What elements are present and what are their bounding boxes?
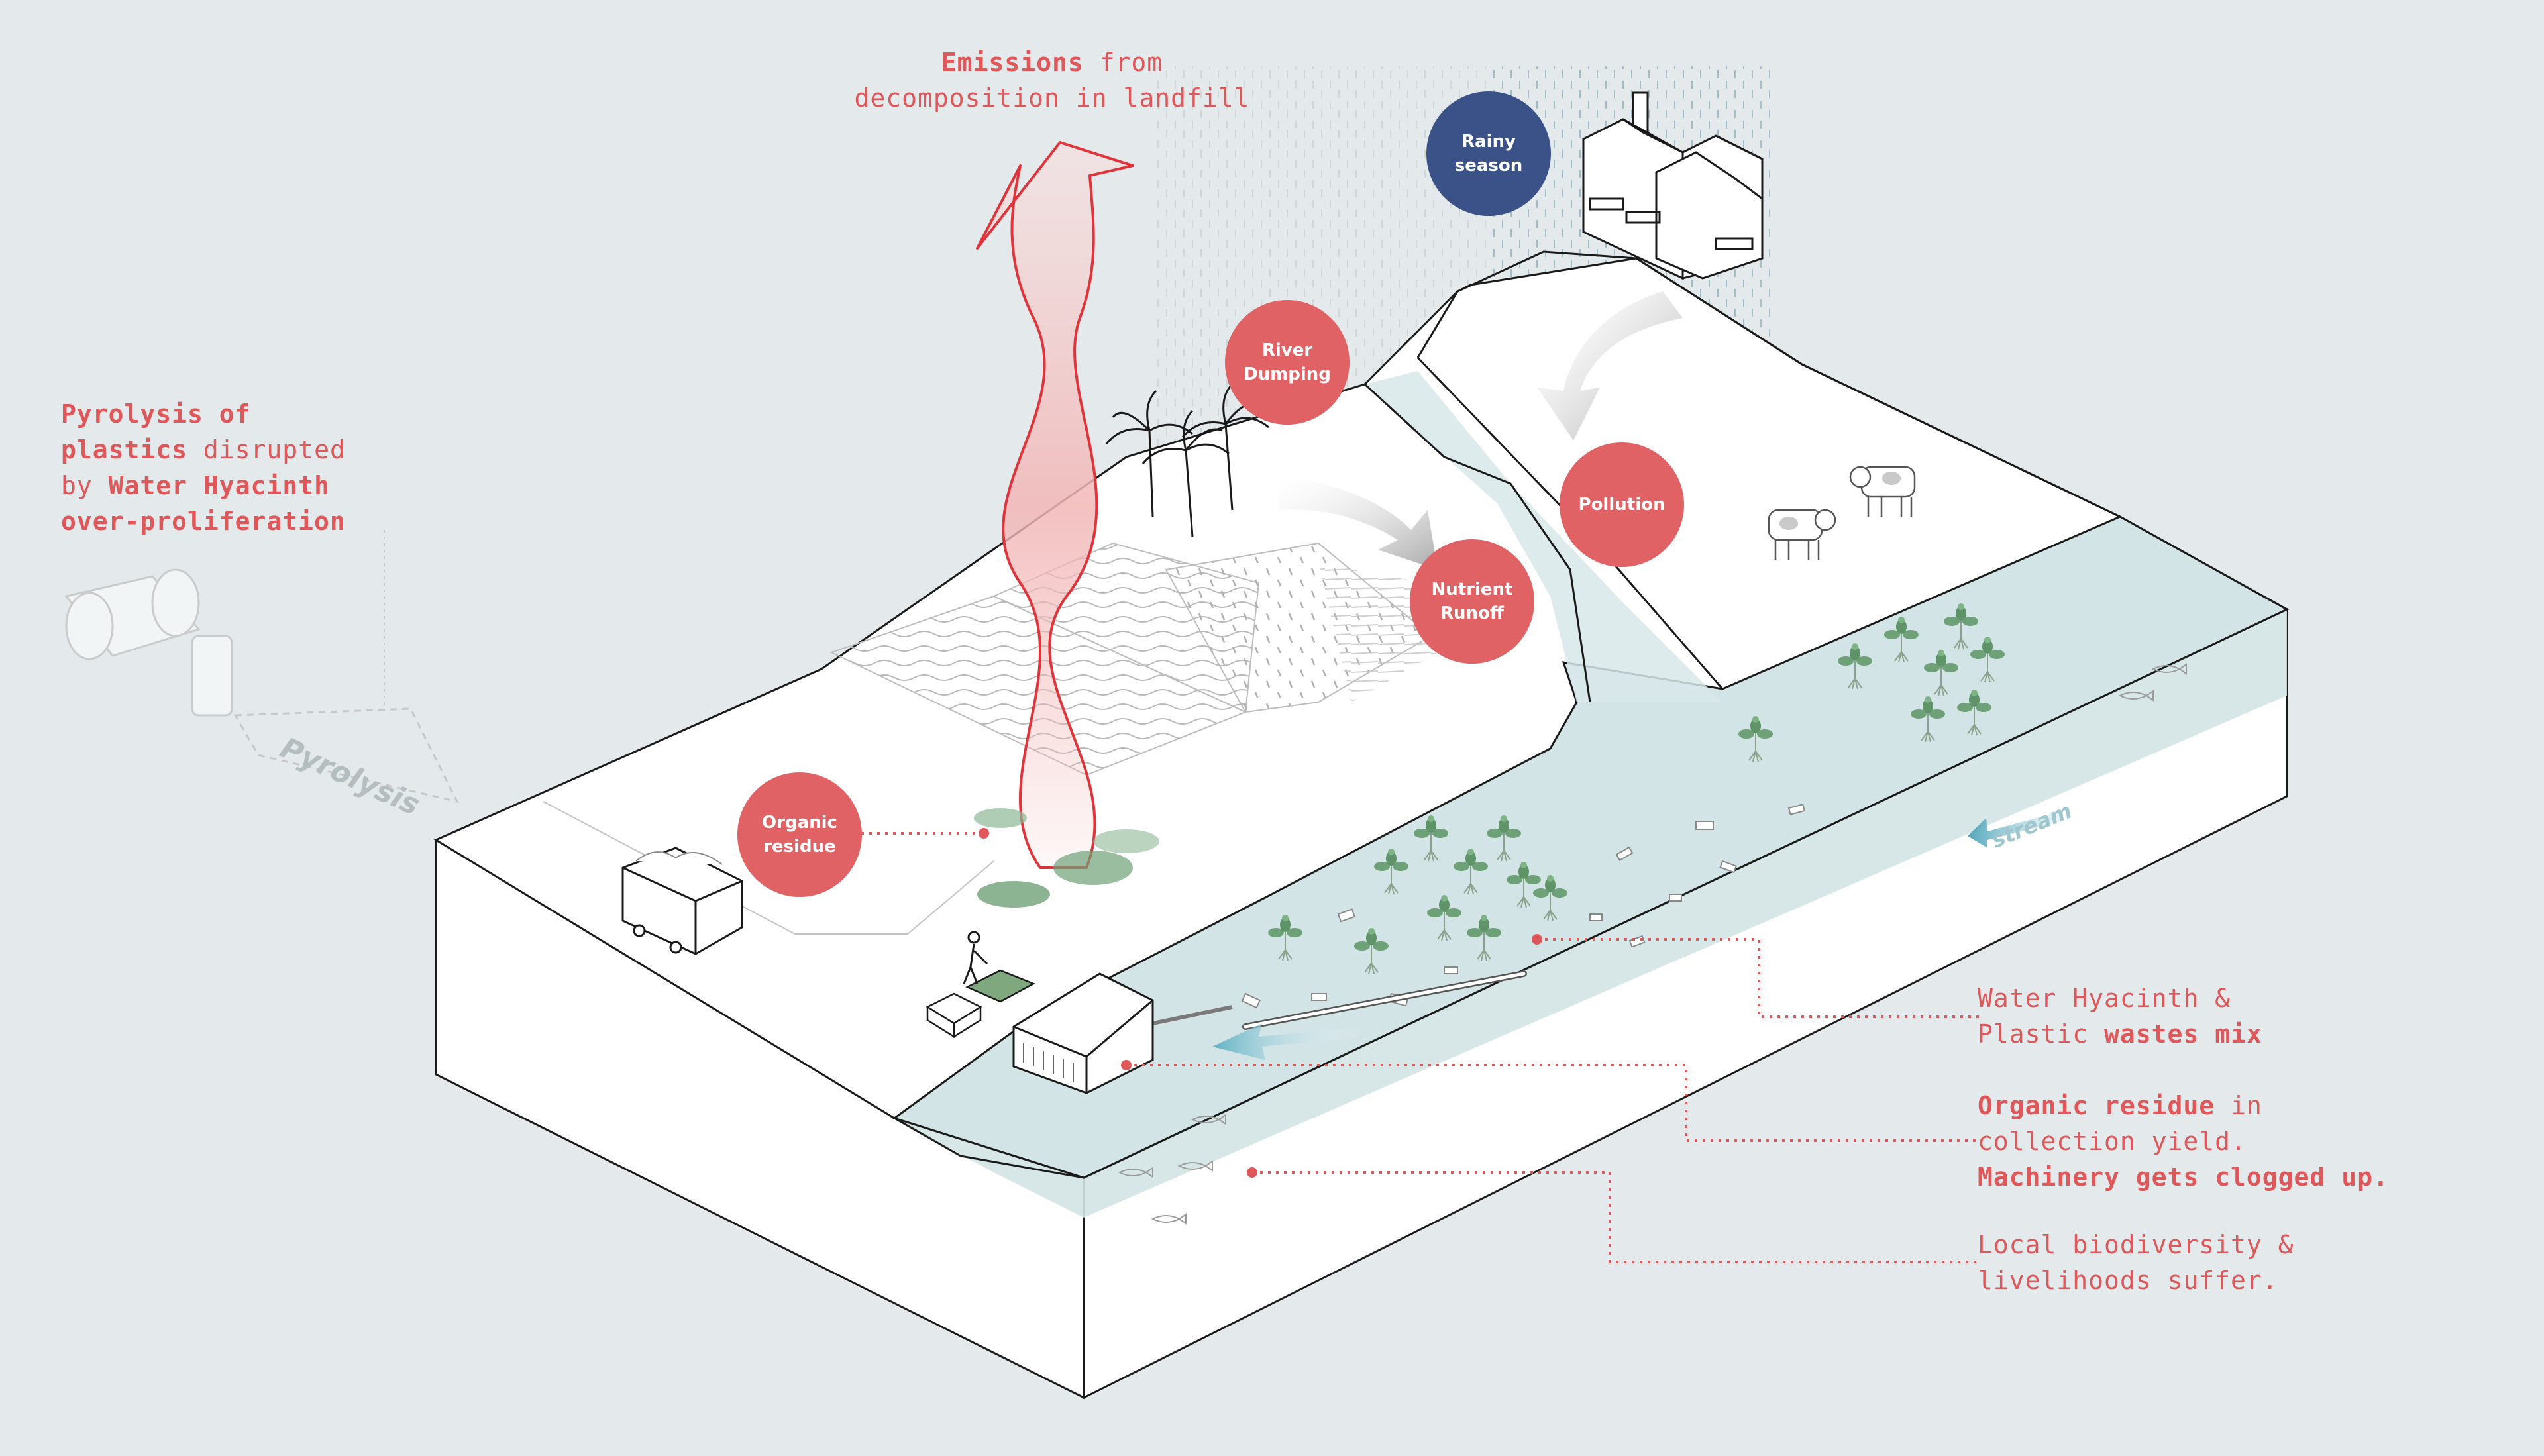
biodiversity-note: Local biodiversity & livelihoods suffer. (1978, 1230, 2294, 1295)
organic-residue-note: Organic residue in collection yield. Mac… (1978, 1091, 2389, 1192)
riverbank-left (1363, 383, 1591, 703)
stream-arrow (1968, 811, 2060, 848)
cow-icon (1768, 509, 1836, 560)
emissions-arrow (976, 141, 1134, 869)
factory-icon (1582, 91, 1764, 280)
river-upstream (1365, 371, 1722, 702)
organic-residue-pile (974, 808, 1159, 908)
pyrolysis-platform (233, 707, 459, 804)
pyrolysis-label: Pyrolysis (276, 731, 425, 822)
dump-truck-icon (621, 847, 743, 955)
emissions-title: Emissions from decomposition in landfill (854, 48, 1250, 113)
river-surface (892, 515, 2290, 1179)
conveyor-belt (1152, 1005, 1233, 1025)
hill-ridge (1416, 250, 2121, 518)
cow-icon (1849, 466, 1916, 517)
plastic-debris (1241, 804, 1806, 1009)
organic-residue-marker (737, 772, 862, 897)
riverbed-edge (894, 1117, 1085, 1179)
collection-arrow (1212, 1023, 1365, 1060)
pyrolysis-note: Pyrolysis of plastics disrupted by Water… (61, 399, 346, 536)
worker-icon (963, 931, 988, 984)
connector-lines (861, 832, 1981, 1263)
nutrient-runoff-marker (1410, 539, 1534, 664)
river-dumping-marker (1225, 300, 1350, 425)
palm-tree-icon (1105, 383, 1269, 537)
pollution-arrow (1537, 291, 1683, 441)
pollution-marker (1560, 442, 1684, 567)
pyrolysis-reactor-icon (64, 568, 233, 717)
hyacinth-plastic-note: Water Hyacinth & Plastic wastes mix (1978, 984, 2262, 1049)
rainy-season-marker (1426, 91, 1551, 216)
cart-icon (926, 969, 1035, 1039)
runoff-arrow (1279, 477, 1438, 570)
pollution-label: Pollution (1578, 495, 1666, 515)
collection-machine-icon (1012, 972, 1154, 1094)
